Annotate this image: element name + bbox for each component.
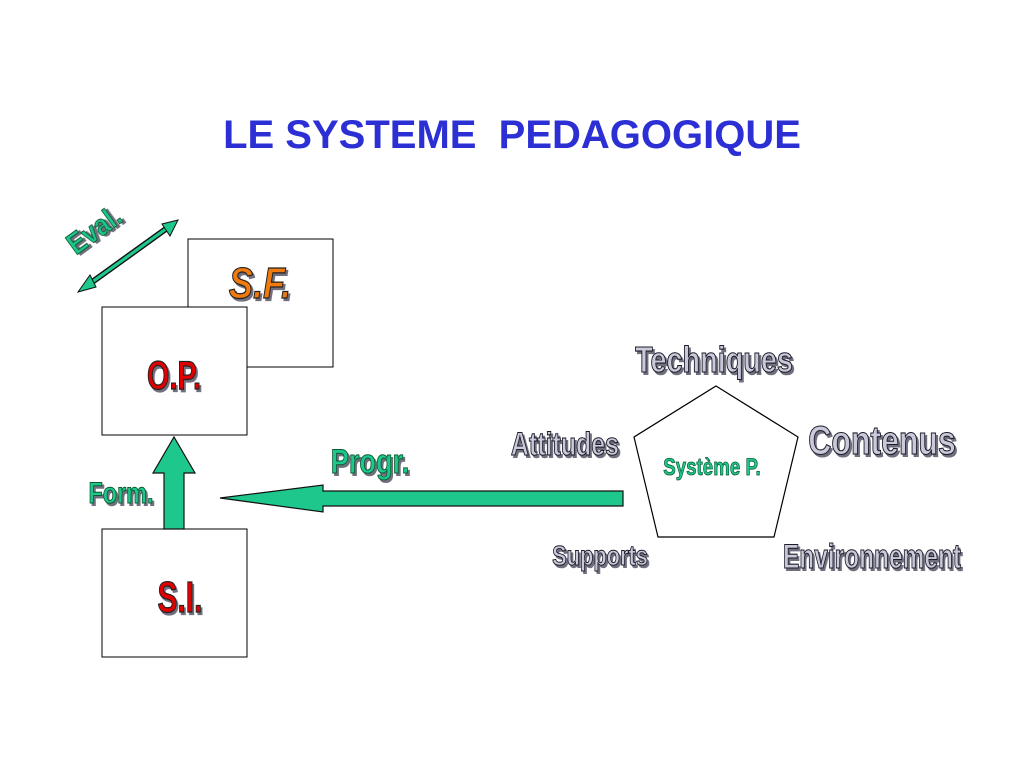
techniques-label: Techniques: [635, 339, 793, 380]
environnement-label: Environnement: [783, 538, 961, 576]
attitudes-label: Attitudes: [511, 427, 619, 463]
si-label: S.I.: [158, 572, 203, 621]
systeme-p-label: Système P.: [663, 454, 760, 481]
supports-label: Supports: [552, 540, 648, 571]
op-box: [101, 306, 248, 436]
eval-label: Eval.: [60, 199, 128, 261]
op-label: O.P.: [147, 353, 201, 398]
pentagon: [633, 385, 799, 538]
form-arrow: [151, 435, 197, 530]
page-title: LE SYSTEME PEDAGOGIQUE: [223, 113, 801, 157]
sf-label: S.F.: [229, 259, 291, 308]
eval-double-arrow: [76, 219, 179, 293]
progr-arrow: [219, 484, 624, 513]
progr-label: Progr.: [331, 442, 410, 481]
contenus-label: Contenus: [808, 418, 956, 463]
form-label: Form.: [89, 476, 154, 509]
